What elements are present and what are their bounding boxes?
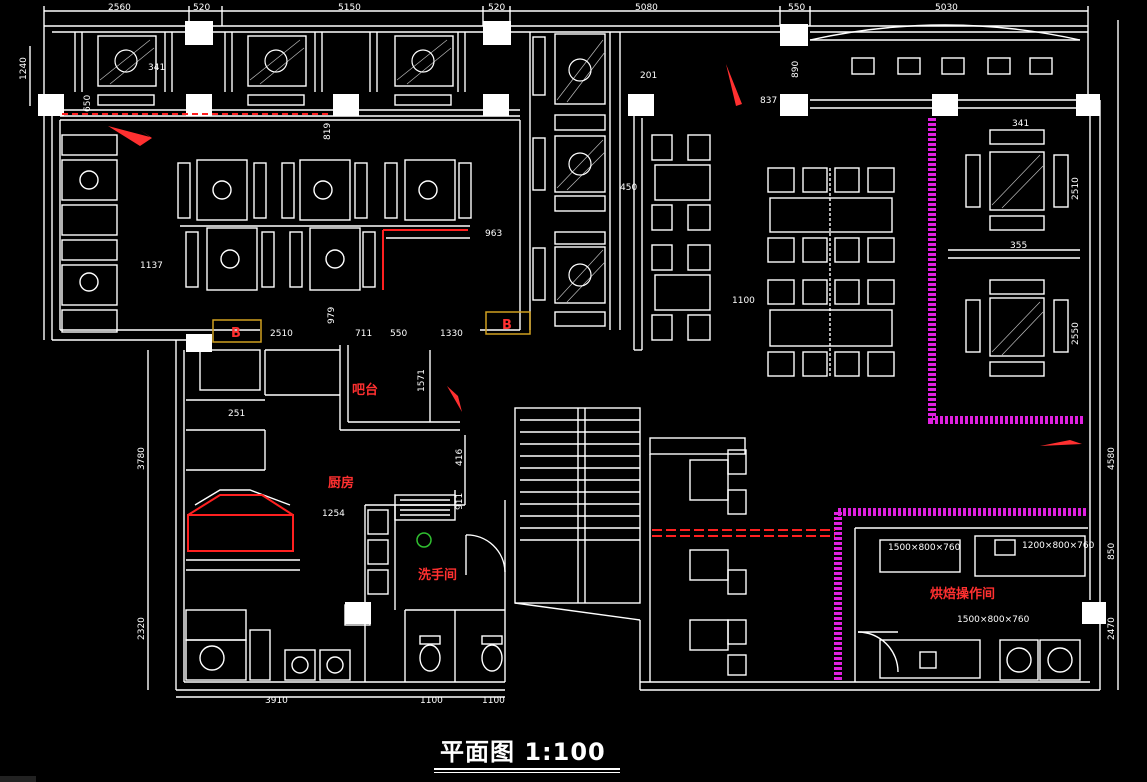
- dim-inner-11: 1571: [417, 369, 427, 392]
- dim-inner-14: 837: [760, 96, 777, 106]
- dim-inner-4: 963: [485, 229, 502, 239]
- dim-top-5: 5080: [635, 3, 658, 13]
- dim-inner-7: 711: [355, 329, 372, 339]
- equipment-note-3: 1500×800×760: [957, 615, 1030, 625]
- room-label-washroom: 洗手间: [418, 567, 457, 583]
- equipment-note-1: 1500×800×760: [888, 543, 961, 553]
- ucs-corner: [0, 776, 36, 782]
- dim-inner-9: 1330: [440, 329, 463, 339]
- dim-inner-23: 2510: [1071, 177, 1081, 200]
- dim-top-7: 5030: [935, 3, 958, 13]
- dim-inner-22: 355: [1010, 241, 1027, 251]
- door-mark-1: B: [231, 326, 241, 341]
- dim-inner-1: 341: [148, 63, 165, 73]
- drawing-title: 平面图 1:100: [440, 738, 606, 766]
- dim-left-3: 2320: [137, 617, 147, 640]
- dim-top-1: 2560: [108, 3, 131, 13]
- dim-inner-19: 911: [455, 493, 465, 510]
- dim-top-6: 550: [788, 3, 805, 13]
- dim-top-4: 520: [488, 3, 505, 13]
- dim-inner-17: 251: [228, 409, 245, 419]
- dim-bottom-3: 1100: [482, 696, 505, 706]
- dim-top-3: 5150: [338, 3, 361, 13]
- dim-inner-12: 450: [620, 183, 637, 193]
- dim-inner-24: 2550: [1071, 322, 1081, 345]
- dim-inner-13: 201: [640, 71, 657, 81]
- dim-inner-5: 1137: [140, 261, 163, 271]
- equipment-note-2: 1200×800×760: [1022, 541, 1095, 551]
- title-underline-thin: [434, 772, 620, 773]
- title-underline: [434, 768, 620, 770]
- dim-inner-16: 1100: [732, 296, 755, 306]
- dim-right-1: 4580: [1107, 447, 1117, 470]
- dim-inner-10: 979: [327, 307, 337, 324]
- dim-right-3: 2470: [1107, 617, 1117, 640]
- dim-left-2: 3780: [137, 447, 147, 470]
- dim-top-2: 520: [193, 3, 210, 13]
- door-mark-2: B: [502, 318, 512, 333]
- dim-bottom-2: 1100: [420, 696, 443, 706]
- dim-inner-6: 2510: [270, 329, 293, 339]
- dim-inner-2: 650: [83, 95, 93, 112]
- room-label-kitchen: 厨房: [328, 475, 354, 491]
- dim-inner-21: 341: [1012, 119, 1029, 129]
- room-label-prep: 烘焙操作间: [930, 586, 995, 602]
- dim-inner-15: 890: [791, 61, 801, 78]
- dim-inner-8: 550: [390, 329, 407, 339]
- dim-inner-3: 819: [323, 123, 333, 140]
- dim-left-1: 1240: [19, 57, 29, 80]
- dim-bottom-1: 3910: [265, 696, 288, 706]
- dim-inner-20: 1254: [322, 509, 345, 519]
- room-label-bar: 吧台: [352, 382, 378, 398]
- dim-right-2: 850: [1107, 543, 1117, 560]
- dim-inner-18: 416: [455, 449, 465, 466]
